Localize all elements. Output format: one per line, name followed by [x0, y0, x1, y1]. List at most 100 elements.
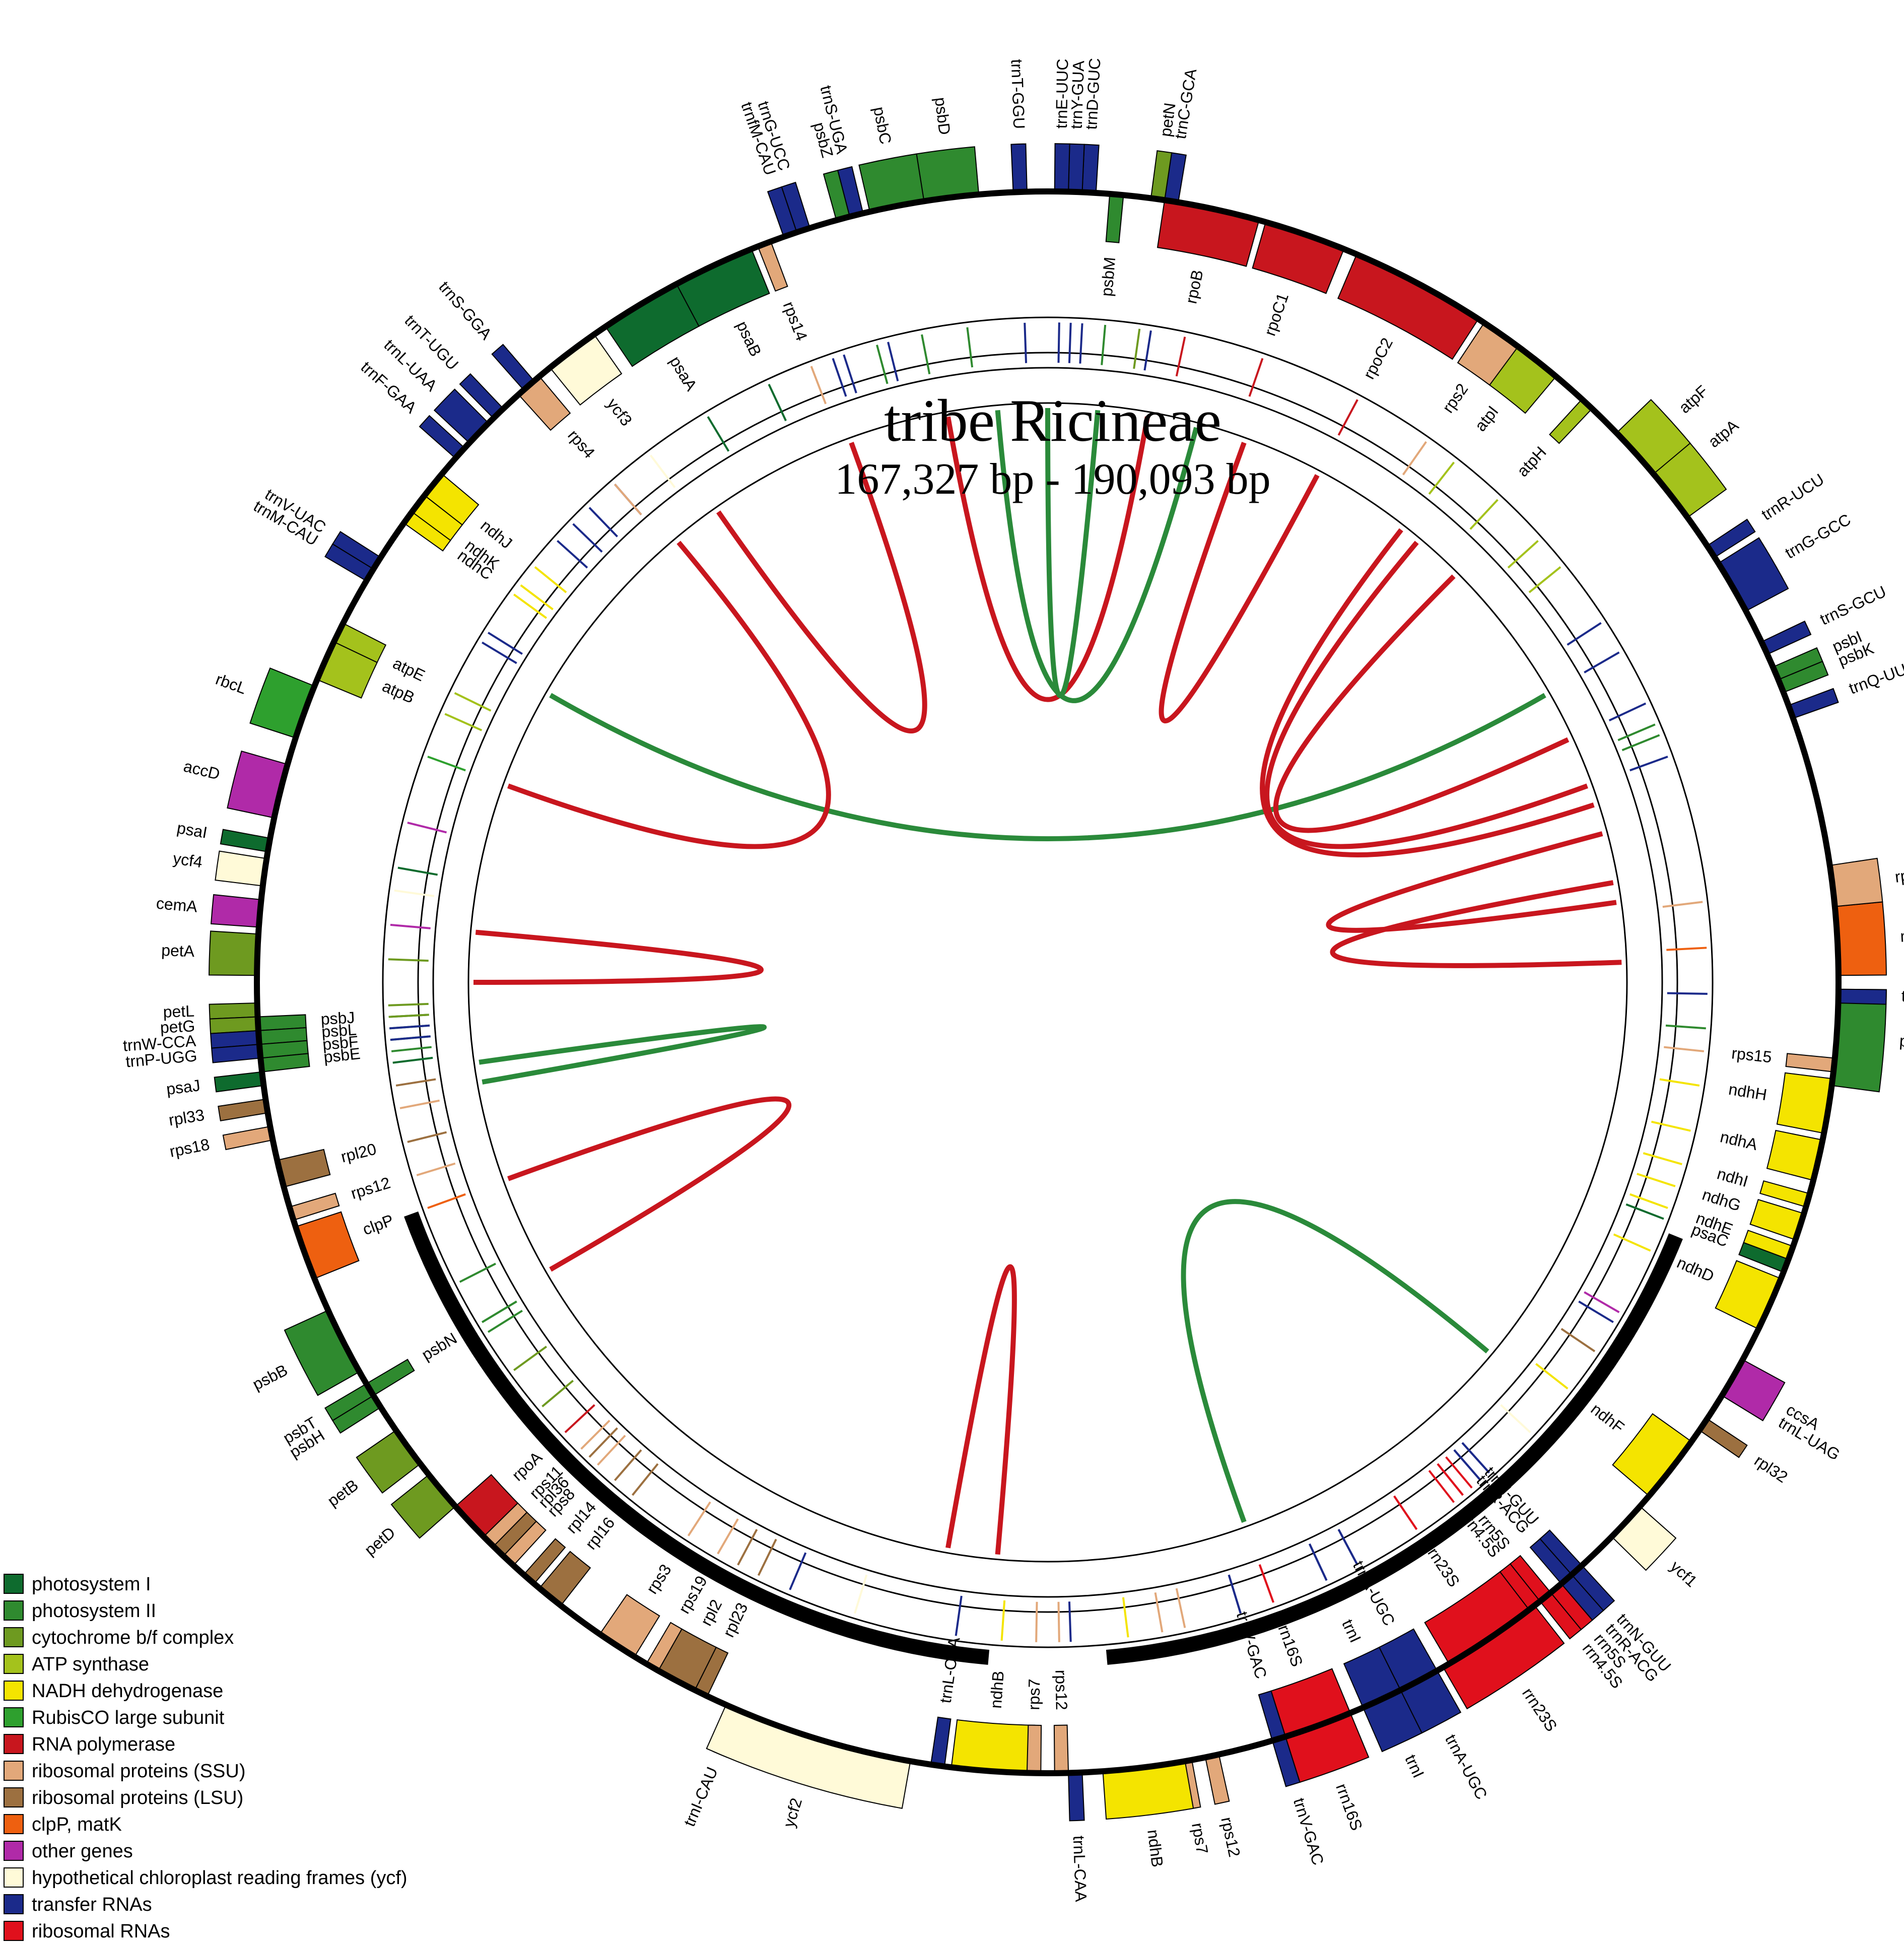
repeat-chord: [479, 1024, 767, 1085]
inner-feature-tick: [588, 1427, 619, 1458]
gene-block-trnL-CAA: [930, 1716, 951, 1767]
inner-feature-tick: [717, 1518, 739, 1555]
repeat-chord: [1159, 442, 1320, 723]
repeat-chord: [716, 442, 927, 734]
gene-block-trnT-GGU: [1010, 143, 1028, 193]
inner-feature-tick: [1507, 540, 1539, 569]
gene-block-matK: [1834, 901, 1887, 976]
ir-arc: [1106, 1233, 1683, 1665]
legend-label: cytochrome b/f complex: [32, 1627, 234, 1648]
legend-label: transfer RNAs: [32, 1894, 152, 1915]
inner-feature-tick: [388, 1002, 429, 1007]
repeat-chord: [507, 541, 831, 849]
legend-swatch: [4, 1841, 24, 1861]
inner-feature-tick: [394, 889, 435, 897]
gene-label: rps18: [168, 1135, 211, 1161]
gene-block-ycf4: [215, 850, 267, 887]
inner-feature-tick: [614, 484, 642, 516]
gene-block-rps18: [222, 1125, 274, 1151]
inner-feature-tick: [1608, 702, 1647, 721]
gene-label: rrn16S: [1273, 1618, 1307, 1669]
gene-label: rpoB: [1182, 268, 1206, 305]
inner-feature-tick: [1057, 1601, 1060, 1642]
inner-feature-tick: [557, 540, 588, 569]
gene-label: trnE-UUC: [1052, 58, 1071, 128]
repeat-chord: [1330, 880, 1622, 968]
legend-label: NADH dehydrogenase: [32, 1681, 223, 1702]
inner-feature-tick: [1309, 1543, 1328, 1581]
gene-label: rps12: [1052, 1669, 1070, 1710]
inner-feature-tick: [407, 1131, 447, 1143]
gene-label: ndhG: [1700, 1185, 1743, 1215]
repeat-chord: [945, 1264, 1017, 1555]
gene-label: ycf3: [603, 395, 636, 430]
inner-feature-tick: [1437, 1463, 1464, 1496]
inner-feature-tick: [1428, 1470, 1455, 1503]
gene-label: ndhA: [1719, 1127, 1760, 1154]
genome-ring: [254, 188, 1842, 1776]
gene-label: rps15: [1731, 1044, 1773, 1066]
gene-block-trnK-UUU: [1838, 988, 1887, 1005]
gene-label: rps7: [1025, 1679, 1043, 1710]
gene-block-trnP-UGG: [211, 1044, 261, 1063]
inner-feature-tick: [1528, 566, 1561, 593]
ir-arc: [404, 1211, 990, 1665]
inner-feature-tick: [1664, 1046, 1705, 1052]
map-subtitle: 167,327 bp - 190,093 bp: [835, 455, 1270, 504]
inner-feature-tick: [854, 1574, 868, 1614]
inner-feature-tick: [399, 1099, 440, 1109]
gene-label: rpl33: [167, 1106, 206, 1129]
inner-feature-tick: [389, 1024, 430, 1030]
legend-swatch: [4, 1654, 24, 1674]
legend-label: ribosomal proteins (LSU): [32, 1787, 243, 1808]
inner-feature-tick: [687, 1501, 711, 1536]
legend-label: ribosomal proteins (SSU): [32, 1761, 245, 1782]
legend-label: RubisCO large subunit: [32, 1707, 225, 1728]
inner-feature-tick: [1154, 1592, 1164, 1633]
gene-label: psaB: [733, 318, 765, 359]
legend-swatch: [4, 1814, 24, 1834]
gene-block-petD: [390, 1473, 456, 1539]
gene-label: psbM: [1098, 256, 1119, 297]
legend-label: clpP, matK: [32, 1814, 122, 1835]
inner-feature-tick: [1469, 499, 1499, 530]
gene-label: trnS-GGA: [435, 278, 496, 343]
gene-label: rps4: [564, 426, 598, 462]
inner-feature-tick: [1659, 1078, 1700, 1087]
gene-label: petG: [160, 1017, 195, 1037]
inner-feature-tick: [1665, 1024, 1706, 1030]
inner-feature-tick: [887, 342, 899, 382]
inner-feature-tick: [1567, 622, 1602, 646]
inner-feature-tick: [572, 523, 603, 553]
inner-feature-tick: [1000, 1600, 1006, 1641]
gene-block-petA: [209, 930, 259, 976]
gene-label: rps14: [780, 299, 811, 344]
gene-block-ycf3: [549, 333, 623, 406]
legend-label: other genes: [32, 1841, 133, 1862]
gene-label: rbcL: [213, 670, 249, 698]
gene-label: ndhF: [1588, 1400, 1628, 1437]
gene-label: rps12: [1217, 1816, 1244, 1859]
inner-feature-tick: [1175, 337, 1186, 377]
gene-block-ycf1: [1611, 1505, 1677, 1571]
gene-label: psaI: [176, 819, 209, 842]
inner-feature-tick: [1402, 441, 1427, 476]
gene-label: atpA: [1705, 416, 1742, 451]
gene-labels: psbAtrnK-UUUmatKrps16trnQ-UUGpsbKpsbItrn…: [122, 57, 1904, 1902]
inner-feature-tick: [1445, 1456, 1473, 1489]
gene-label: rrn16S: [1332, 1781, 1366, 1833]
gene-label: accD: [182, 757, 222, 783]
inner-feature-tick: [444, 713, 483, 731]
gene-label: ndhD: [1674, 1253, 1717, 1286]
inner-feature-tick: [427, 756, 466, 772]
inner-track-circle-3: [467, 402, 1628, 1563]
repeat-chord: [1181, 1199, 1489, 1523]
gene-block-trnD-GUC: [1081, 144, 1100, 193]
gene-label: trnY-GUA: [1067, 60, 1088, 129]
inner-feature-tick: [1629, 1193, 1668, 1209]
inverted-repeat-arcs: [404, 1211, 1683, 1665]
gene-label: cemA: [156, 894, 198, 916]
inner-feature-tick: [1024, 322, 1028, 363]
gene-label: atpF: [1675, 382, 1712, 417]
inner-feature-tick: [459, 1262, 496, 1283]
